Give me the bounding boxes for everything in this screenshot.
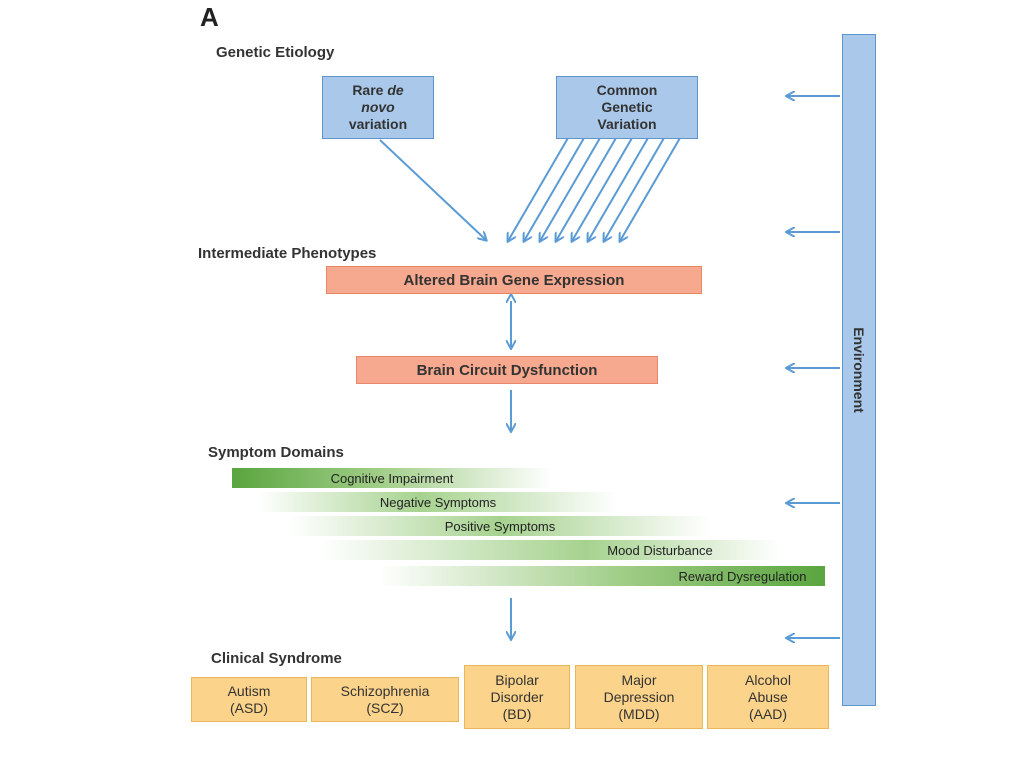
section-title-genetic: Genetic Etiology — [216, 44, 335, 61]
section-title-intermediate: Intermediate Phenotypes — [198, 245, 377, 262]
syndrome-line: (AAD) — [748, 705, 788, 722]
rare-variation-arrow — [379, 139, 486, 240]
syndrome-line: Abuse — [748, 688, 788, 705]
syndrome-line: Alcohol — [745, 671, 791, 688]
de-label: de — [387, 82, 404, 98]
symptom-bar-reward: Reward Dysregulation — [380, 566, 825, 586]
symptom-label: Cognitive Impairment — [330, 470, 454, 486]
syndrome-line: Disorder — [490, 688, 544, 705]
panel-letter: A — [200, 2, 219, 32]
syndrome-line: Schizophrenia — [340, 682, 430, 699]
symptom-bar-mood: Mood Disturbance — [320, 540, 780, 560]
syndrome-line: Autism — [227, 682, 271, 699]
environment-label: Environment — [851, 327, 867, 413]
common-label: Common — [596, 82, 658, 98]
syndrome-box-mdd: Major Depression (MDD) — [575, 665, 703, 729]
symptom-label: Mood Disturbance — [607, 542, 713, 558]
environment-arrows — [787, 96, 840, 638]
symptom-label: Negative Symptoms — [379, 494, 497, 510]
syndrome-line: (SCZ) — [366, 699, 404, 716]
symptom-bar-positive: Positive Symptoms — [290, 516, 710, 536]
rare-de-novo-box: Rare de novo variation — [322, 76, 434, 139]
syndrome-line: Bipolar — [495, 671, 539, 688]
environment-bar — [842, 34, 876, 706]
syndrome-line: (BD) — [502, 705, 532, 722]
syndrome-line: Depression — [603, 688, 675, 705]
altered-brain-gene-expression-box: Altered Brain Gene Expression — [326, 266, 702, 294]
symptom-label: Reward Dysregulation — [678, 568, 807, 584]
common-variation-arrows — [508, 137, 681, 241]
genetic-label: Genetic — [601, 99, 653, 115]
variation-label: variation — [348, 116, 408, 132]
brain-circuit-dysfunction-box: Brain Circuit Dysfunction — [356, 356, 658, 384]
syndrome-box-bd: Bipolar Disorder (BD) — [464, 665, 570, 729]
rare-label: Rare — [352, 82, 384, 98]
symptom-bar-cognitive: Cognitive Impairment — [232, 468, 552, 488]
symptom-label: Positive Symptoms — [444, 518, 556, 534]
circuit-label: Brain Circuit Dysfunction — [416, 361, 598, 379]
syndrome-line: (MDD) — [618, 705, 660, 722]
syndrome-box-aad: Alcohol Abuse (AAD) — [707, 665, 829, 729]
novo-label: novo — [361, 99, 395, 115]
symptom-bar-negative: Negative Symptoms — [258, 492, 618, 512]
syndrome-line: Major — [621, 671, 657, 688]
syndrome-box-asd: Autism (ASD) — [191, 677, 307, 722]
section-title-clinical: Clinical Syndrome — [211, 650, 342, 667]
syndrome-line: (ASD) — [229, 699, 269, 716]
syndrome-box-scz: Schizophrenia (SCZ) — [311, 677, 459, 722]
common-variation-label: Variation — [597, 116, 657, 132]
common-genetic-variation-box: Common Genetic Variation — [556, 76, 698, 139]
section-title-symptom: Symptom Domains — [208, 444, 344, 461]
expression-label: Altered Brain Gene Expression — [403, 271, 625, 289]
